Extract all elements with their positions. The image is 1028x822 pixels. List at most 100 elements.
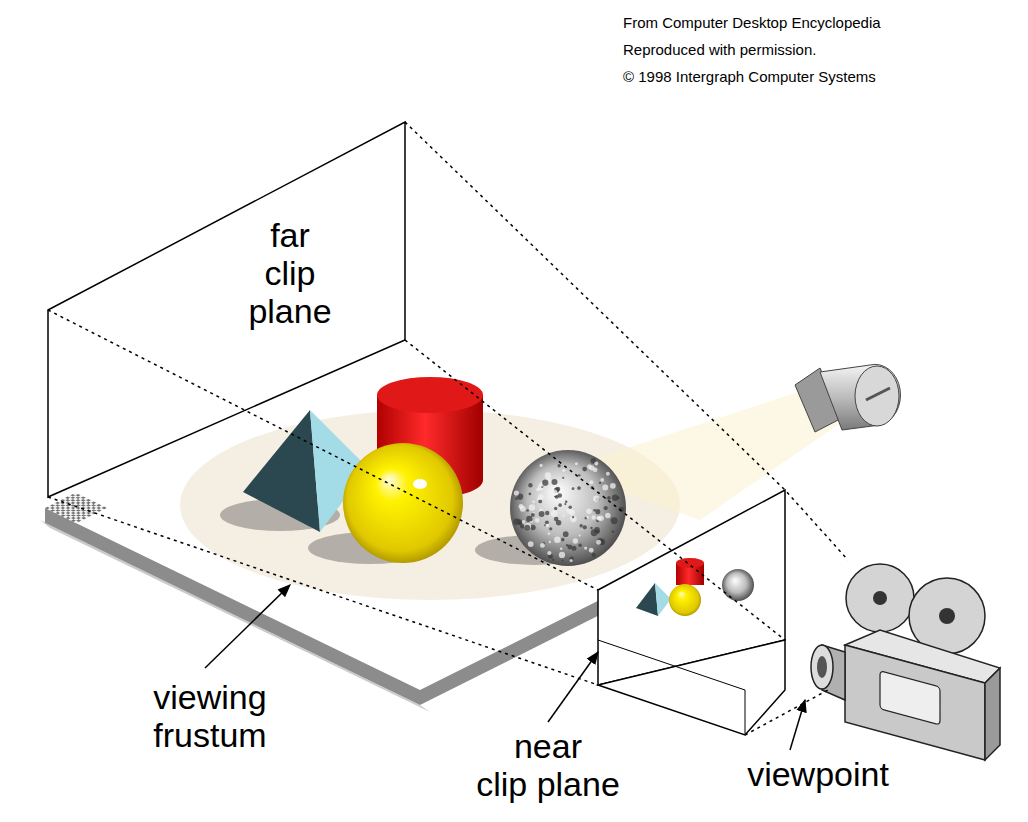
marble-speck — [572, 487, 575, 490]
leader-arrow — [548, 652, 598, 722]
marble-speck — [557, 464, 560, 467]
marble-speck — [535, 518, 540, 523]
spotlight-lamp — [866, 388, 890, 400]
movie-camera — [811, 645, 833, 689]
plane-label: near clip plane — [476, 727, 620, 803]
frustum-label: viewing frustum — [153, 678, 266, 754]
marble-speck — [549, 527, 552, 530]
marble-speck — [518, 521, 522, 525]
spotlight-lamp — [820, 364, 900, 430]
marble-speck — [558, 503, 562, 507]
marble-speck — [551, 489, 558, 496]
frustum-edge — [405, 340, 785, 640]
marble-speck — [536, 488, 538, 490]
marble-speck — [519, 504, 524, 509]
marble-speck — [549, 541, 551, 543]
marble-speck — [539, 511, 545, 517]
marble-speck — [562, 477, 564, 479]
marble-speck — [554, 537, 561, 544]
near-clip-plane — [669, 584, 701, 616]
marble-speck — [551, 510, 558, 517]
marble-speck — [590, 527, 593, 530]
marble-speck — [578, 544, 582, 548]
marble-speck — [599, 482, 601, 484]
marble-speck — [594, 527, 600, 533]
marble-speck — [554, 507, 557, 510]
marble-speck — [592, 553, 596, 557]
marble-speck — [545, 520, 549, 524]
marble-speck — [586, 508, 592, 514]
frustum-edge — [48, 310, 598, 590]
marble-speck — [530, 525, 535, 530]
marble-speck — [579, 534, 581, 536]
frustum-edge — [405, 122, 848, 560]
marble-speck — [561, 560, 563, 562]
marble-speck — [563, 531, 569, 537]
movie-camera — [846, 564, 914, 632]
near-clip-plane — [722, 569, 754, 601]
marble-speck — [591, 515, 595, 519]
marble-speck — [560, 547, 563, 550]
checkerboard-floor — [45, 493, 107, 523]
spotlight-lamp — [855, 366, 899, 426]
marble-speck — [540, 464, 543, 467]
marble-speck — [559, 552, 565, 558]
leader-arrow — [205, 585, 290, 668]
near-clip-plane — [598, 640, 785, 735]
near-clip-plane — [598, 490, 785, 735]
frustum-edge — [48, 122, 848, 735]
marble-speck — [593, 495, 599, 501]
copyright-note: © 1998 Intergraph Computer Systems — [623, 63, 876, 90]
marble-speck — [556, 520, 561, 525]
marble-speck — [545, 511, 549, 515]
marble-speck — [529, 521, 531, 523]
marble-speck — [606, 472, 610, 476]
marble-speck — [605, 513, 611, 519]
marble-speck — [612, 530, 614, 532]
marble-speck — [547, 551, 551, 555]
marble-speck — [515, 498, 517, 500]
marble-speck — [566, 544, 568, 546]
marble-speck — [583, 525, 587, 529]
marble-speck — [578, 474, 580, 476]
marble-sphere — [510, 450, 626, 566]
yellow-sphere — [343, 443, 463, 563]
marble-speck — [616, 496, 619, 499]
yellow-sphere — [413, 479, 427, 489]
marble-speck — [589, 548, 594, 553]
copyright-note: From Computer Desktop Encyclopedia — [623, 9, 881, 36]
marble-speck — [579, 524, 582, 527]
marble-speck — [582, 467, 587, 472]
spotlight-lamp — [795, 364, 900, 432]
red-cylinder — [377, 377, 483, 413]
marble-speck — [524, 525, 530, 531]
marble-speck — [531, 513, 535, 517]
marble-speck — [561, 538, 565, 542]
marble-speck — [570, 559, 573, 562]
marble-speck — [594, 462, 598, 466]
marble-speck — [596, 540, 601, 545]
marble-speck — [548, 532, 550, 534]
copyright-note: Reproduced with permission. — [623, 36, 816, 63]
near-clip-plane — [745, 690, 746, 735]
marble-speck — [546, 524, 550, 528]
marble-speck — [589, 480, 593, 484]
movie-camera — [811, 564, 1000, 760]
marble-speck — [564, 503, 566, 505]
marble-speck — [597, 538, 603, 544]
marble-speck — [597, 516, 601, 520]
near-clip-plane — [676, 558, 704, 568]
marble-speck — [526, 509, 529, 512]
near-clip-plane — [598, 640, 745, 690]
marble-speck — [610, 483, 616, 489]
yellow-sphere — [343, 443, 463, 563]
movie-camera — [985, 668, 1000, 760]
marble-speck — [552, 479, 558, 485]
viewpoint-label: viewpoint — [747, 755, 889, 793]
marble-speck — [538, 500, 542, 504]
marble-speck — [597, 516, 601, 520]
marble-speck — [604, 506, 608, 510]
marble-speck — [573, 538, 578, 543]
marble-speck — [607, 496, 611, 500]
